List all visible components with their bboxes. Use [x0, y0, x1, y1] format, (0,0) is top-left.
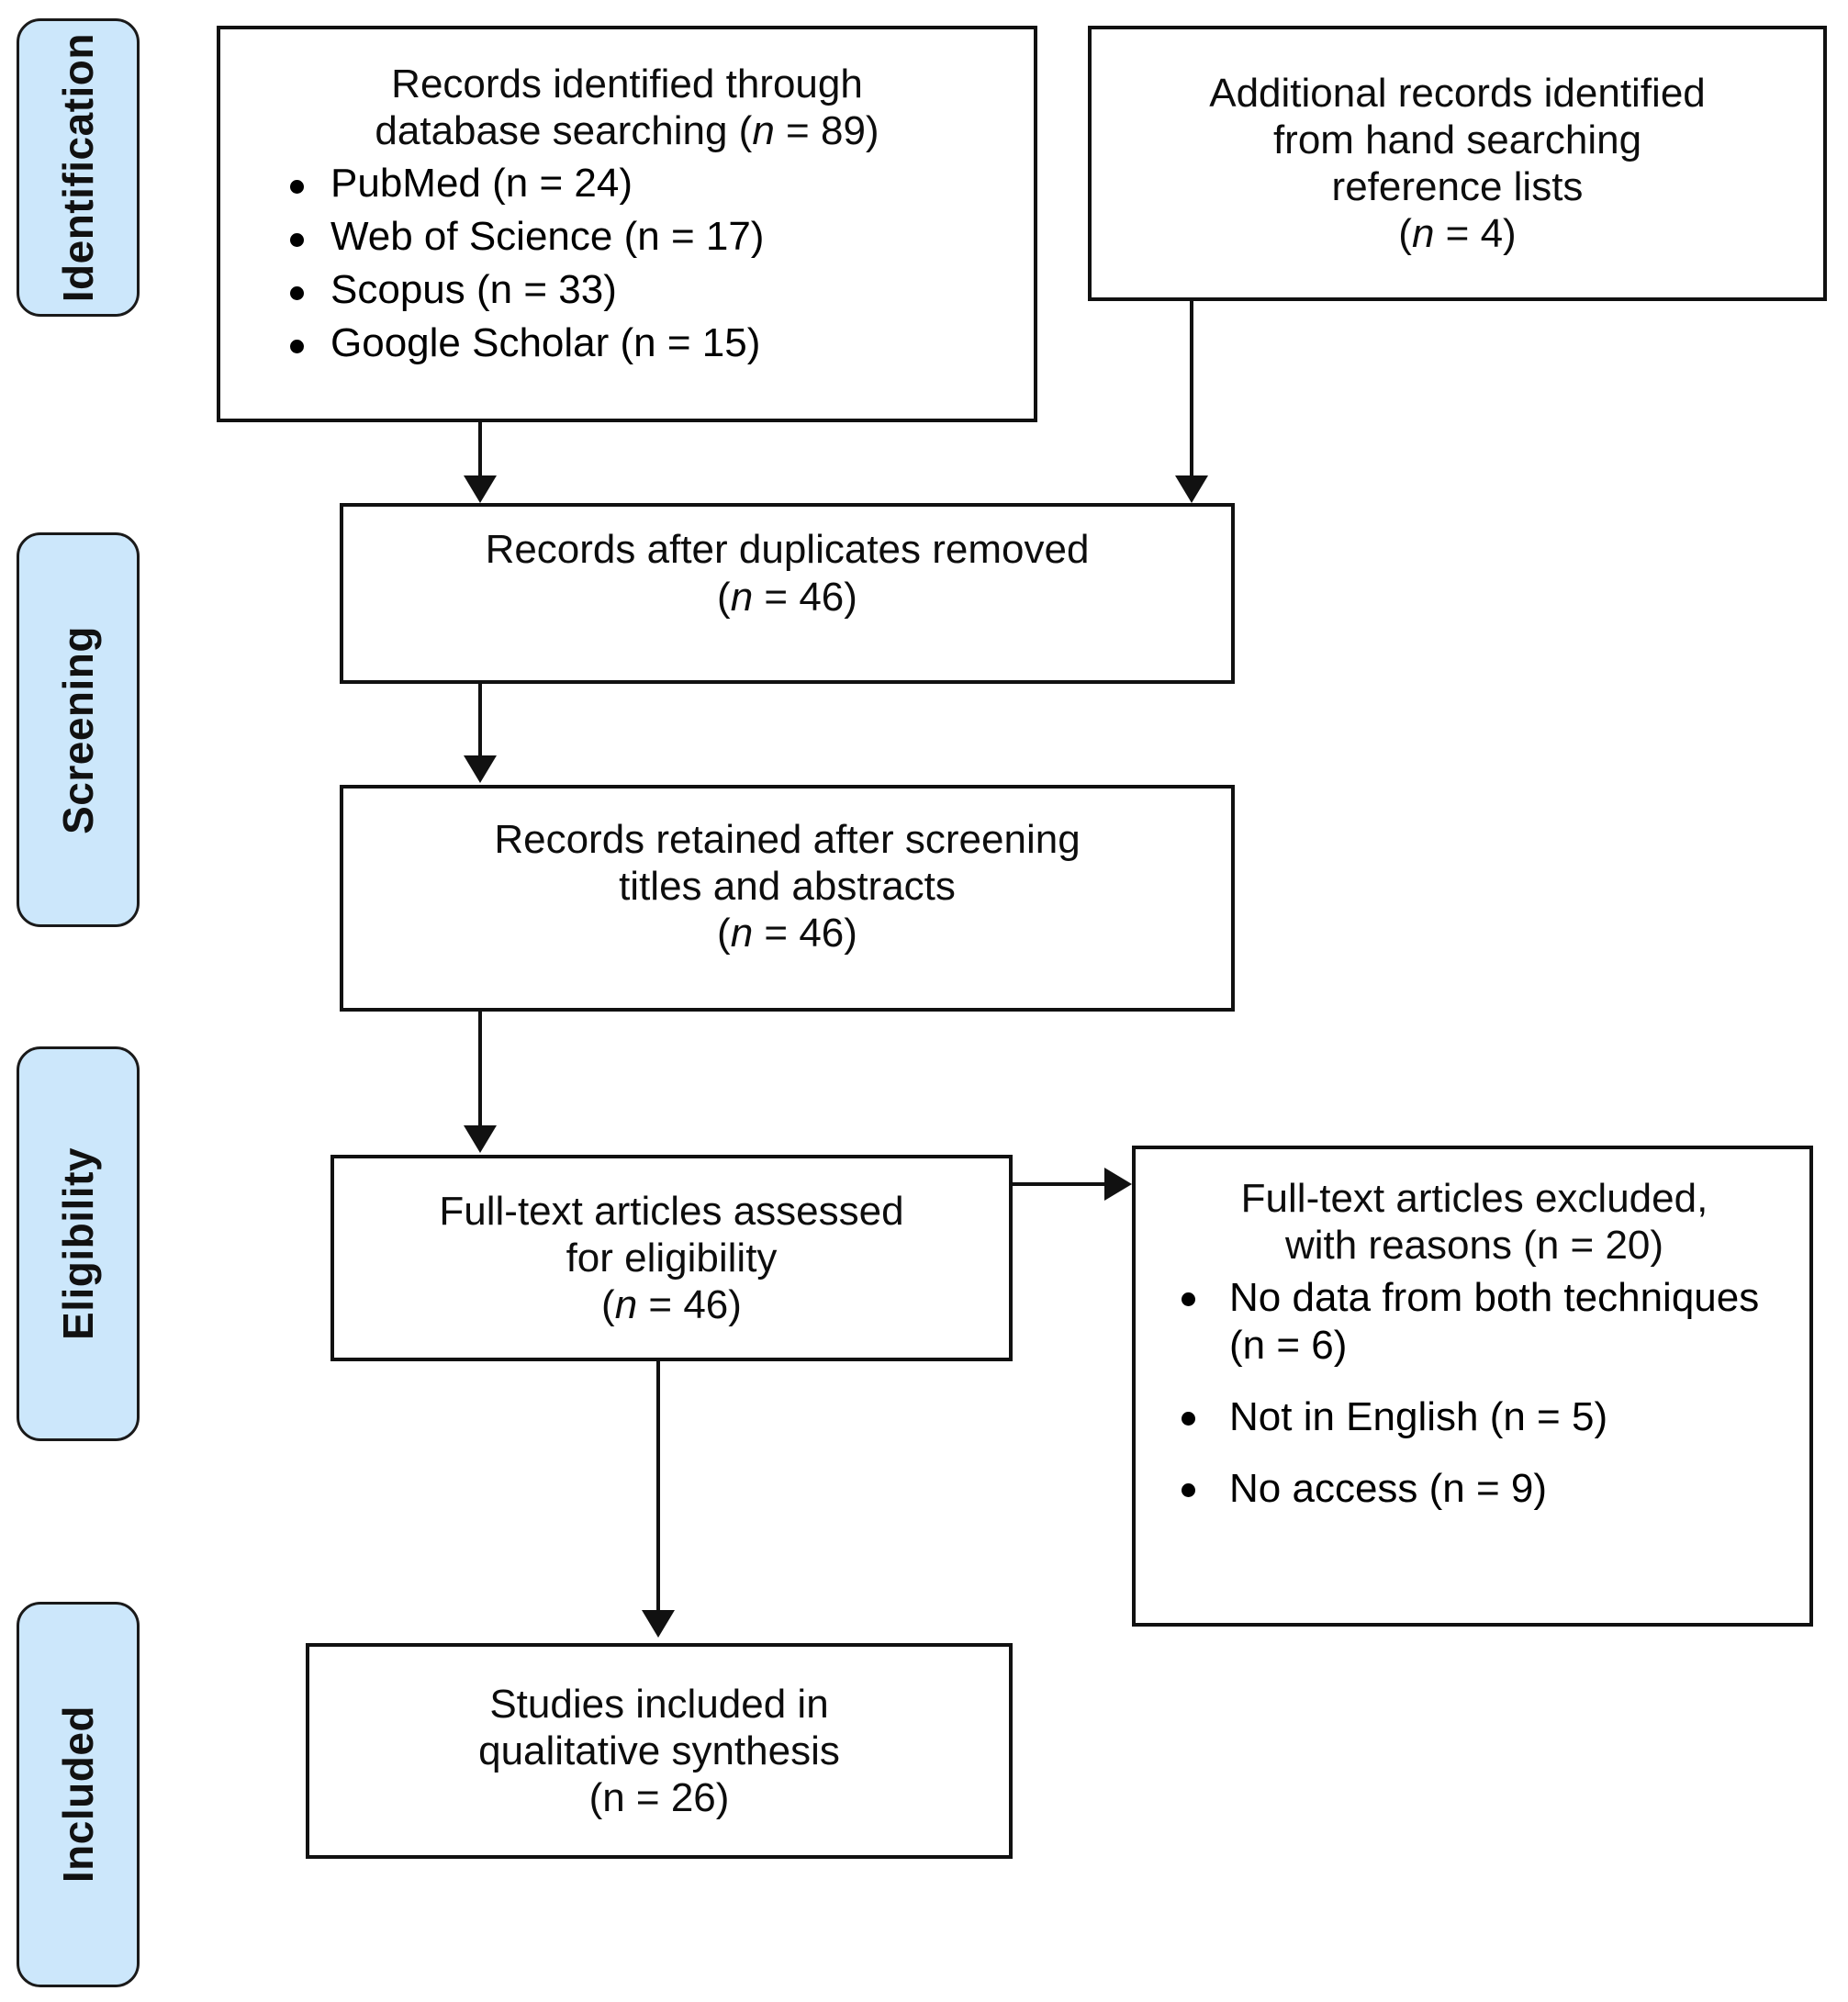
- screened-line3-post: = 46): [753, 911, 857, 956]
- box-records-retained-after-screening: Records retained after screening titles …: [340, 785, 1235, 1012]
- fulltext-assessed-line3-pre: (: [601, 1282, 615, 1328]
- connector-line-duplicates-to-screened: [478, 684, 482, 759]
- list-item-no-access: No access (n = 9): [1178, 1465, 1789, 1513]
- box-records-database-searching: Records identified through database sear…: [217, 26, 1037, 422]
- duplicates-removed-line1: Records after duplicates removed: [485, 527, 1090, 573]
- included-line1: Studies included in: [489, 1681, 829, 1727]
- arrow-assessed-to-excluded: [1104, 1168, 1132, 1201]
- hand-search-line4-post: = 4): [1434, 211, 1517, 257]
- stage-label-included: Included: [54, 1706, 102, 1884]
- arrow-assessed-to-included: [642, 1610, 675, 1638]
- excluded-line1: Full-text articles excluded,: [1240, 1176, 1708, 1221]
- database-search-line2-n: n: [752, 108, 775, 154]
- duplicates-removed-line2-pre: (: [717, 574, 731, 620]
- box-fulltext-articles-assessed: Full-text articles assessed for eligibil…: [330, 1155, 1013, 1361]
- excluded-line2: with reasons (n = 20): [1284, 1223, 1664, 1269]
- list-item-pubmed: PubMed (n = 24): [283, 160, 1021, 207]
- hand-search-line4-pre: (: [1398, 211, 1412, 257]
- source-name-web-of-science: Web of Science (: [330, 213, 638, 259]
- list-item-not-in-english: Not in English (n = 5): [1178, 1393, 1789, 1441]
- fulltext-assessed-line3-n: n: [614, 1282, 638, 1328]
- source-n-pubmed: n: [505, 161, 529, 207]
- hand-search-line2: from hand searching: [1272, 117, 1642, 162]
- arrow-screened-to-fulltext: [464, 1125, 497, 1153]
- database-source-list: PubMed (n = 24) Web of Science (n = 17) …: [233, 160, 1021, 373]
- connector-line-assessed-to-excluded: [1013, 1182, 1106, 1186]
- source-value-scopus: = 33): [512, 266, 617, 312]
- duplicates-removed-line2: (n = 46): [356, 574, 1218, 621]
- stage-label-screening: Screening: [54, 625, 102, 834]
- connector-line-screened-to-fulltext: [478, 1012, 482, 1129]
- list-item-web-of-science: Web of Science (n = 17): [283, 213, 1021, 261]
- arrow-database-to-duplicates: [464, 475, 497, 503]
- source-name-pubmed: PubMed (: [330, 161, 506, 207]
- screened-line3: (n = 46): [356, 910, 1218, 956]
- source-n-google-scholar: n: [633, 319, 656, 365]
- source-value-web-of-science: = 17): [659, 213, 765, 259]
- source-n-scopus: n: [489, 266, 513, 312]
- hand-search-line4: (n = 4): [1104, 210, 1810, 257]
- hand-search-line3: reference lists: [1331, 164, 1584, 209]
- screened-line3-n: n: [730, 911, 754, 956]
- hand-search-line4-n: n: [1411, 211, 1435, 257]
- database-search-line2: database searching (n = 89): [233, 107, 1021, 154]
- included-line2: qualitative synthesis: [478, 1728, 840, 1773]
- stage-pill-eligibility: Eligibility: [17, 1046, 140, 1441]
- list-item-no-data-both-techniques: No data from both techniques (n = 6): [1178, 1274, 1789, 1370]
- source-value-google-scholar: = 15): [655, 319, 761, 365]
- list-item-google-scholar: Google Scholar (n = 15): [283, 319, 1021, 367]
- duplicates-removed-line2-n: n: [730, 574, 754, 620]
- database-search-line2-pre: database searching (: [375, 108, 753, 154]
- box-fulltext-articles-excluded: Full-text articles excluded, with reason…: [1132, 1146, 1813, 1627]
- fulltext-assessed-line2: for eligibility: [566, 1235, 778, 1281]
- fulltext-assessed-line1: Full-text articles assessed: [439, 1188, 904, 1234]
- exclusion-reason-list: No data from both techniques (n = 6) Not…: [1159, 1274, 1789, 1537]
- hand-search-line1: Additional records identified: [1209, 70, 1706, 116]
- stage-label-identification: Identification: [54, 32, 102, 303]
- connector-line-database-to-duplicates: [478, 422, 482, 481]
- box-records-after-duplicates-removed: Records after duplicates removed (n = 46…: [340, 503, 1235, 684]
- box-studies-included-qualitative-synthesis: Studies included in qualitative synthesi…: [306, 1643, 1013, 1859]
- connector-line-handsearch-to-duplicates: [1190, 301, 1193, 481]
- source-name-scopus: Scopus (: [330, 266, 490, 312]
- stage-pill-screening: Screening: [17, 532, 140, 927]
- source-value-pubmed: = 24): [528, 161, 633, 207]
- fulltext-assessed-line3: (n = 46): [347, 1281, 996, 1328]
- duplicates-removed-line2-post: = 46): [753, 574, 857, 620]
- arrow-duplicates-to-screened: [464, 755, 497, 783]
- box-additional-records-hand-searching: Additional records identified from hand …: [1088, 26, 1827, 301]
- screened-line1: Records retained after screening: [494, 816, 1081, 862]
- list-item-scopus: Scopus (n = 33): [283, 266, 1021, 314]
- screened-line3-pre: (: [717, 911, 731, 956]
- source-n-web-of-science: n: [637, 213, 660, 259]
- fulltext-assessed-line3-post: = 46): [637, 1282, 742, 1328]
- connector-line-assessed-to-included: [656, 1361, 660, 1614]
- stage-pill-included: Included: [17, 1602, 140, 1987]
- database-search-line1: Records identified through: [391, 62, 863, 106]
- screened-line2: titles and abstracts: [619, 863, 956, 909]
- database-search-line2-post: = 89): [774, 108, 879, 154]
- stage-label-eligibility: Eligibility: [54, 1147, 102, 1340]
- included-line3: (n = 26): [588, 1775, 730, 1821]
- arrow-handsearch-to-duplicates: [1175, 475, 1208, 503]
- stage-pill-identification: Identification: [17, 18, 140, 317]
- source-name-google-scholar: Google Scholar (: [330, 319, 634, 365]
